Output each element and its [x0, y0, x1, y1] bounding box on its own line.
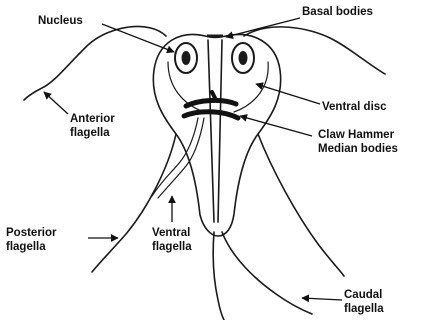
nucleus-right-inner [239, 51, 248, 65]
label-anterior-flagella-2: flagella [70, 127, 110, 139]
axostyle [208, 40, 222, 222]
arrow-nucleus [102, 24, 174, 52]
anterior-flagellum-right [244, 27, 385, 74]
ventral-flagellum-b [158, 118, 204, 198]
median-body-upper [186, 100, 236, 106]
label-caudal-flagella-1: Caudal [344, 289, 382, 301]
label-claw-hammer-1: Claw Hammer [318, 129, 395, 141]
label-caudal-flagella-2: flagella [344, 303, 384, 315]
posterior-flagellum-right [258, 134, 344, 276]
label-ventral-flagella-1: Ventral [152, 227, 190, 239]
label-nucleus: Nucleus [38, 15, 83, 27]
arrow-anterior-flagella [44, 92, 68, 114]
label-claw-hammer-2: Median bodies [318, 143, 398, 155]
label-ventral-disc: Ventral disc [322, 101, 387, 113]
caudal-flagellum-left [213, 232, 224, 320]
label-posterior-flagella-2: flagella [6, 241, 46, 253]
arrow-caudal-flagella [302, 298, 342, 300]
nucleus-left-inner [182, 51, 191, 65]
arrow-claw-hammer [240, 116, 312, 136]
arrow-ventral-disc [256, 84, 320, 104]
label-basal-bodies: Basal bodies [302, 6, 373, 18]
label-posterior-flagella-1: Posterior [6, 227, 57, 239]
label-anterior-flagella-1: Anterior [70, 113, 115, 125]
anterior-flagellum-left [24, 26, 166, 100]
label-ventral-flagella-2: flagella [152, 241, 192, 253]
ventral-flagellum-a [152, 118, 198, 196]
caudal-flagellum-right [222, 232, 312, 314]
